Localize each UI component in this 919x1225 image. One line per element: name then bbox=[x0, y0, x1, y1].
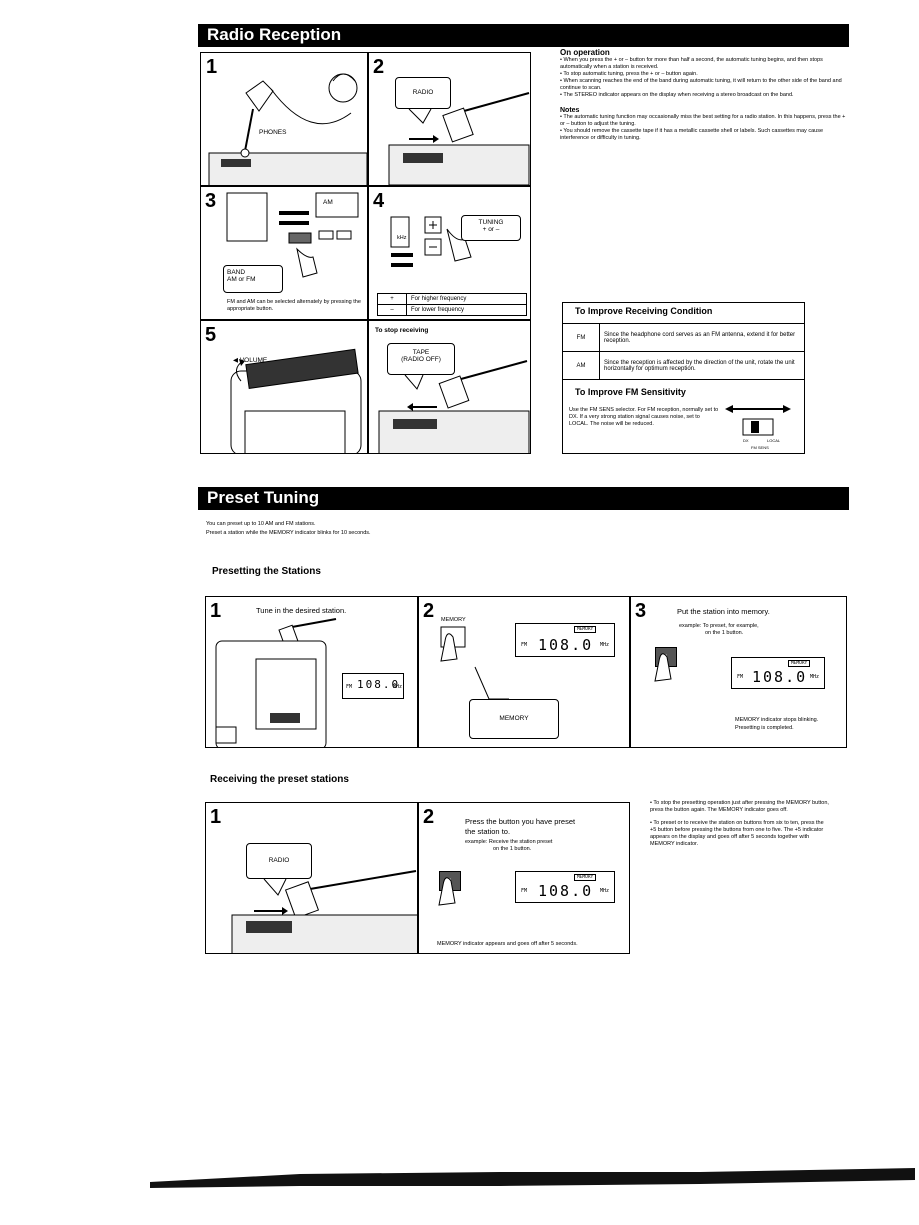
table-row: – For lower frequency bbox=[378, 305, 527, 316]
presetting-step-3-panel: 3 Put the station into memory. example: … bbox=[630, 596, 847, 748]
notes-item: • You should remove the cassette tape if… bbox=[560, 128, 850, 142]
volume-illustration bbox=[201, 321, 368, 454]
memory-callout: MEMORY bbox=[469, 699, 559, 739]
receiving-step-1-panel: 1 RADIO bbox=[205, 802, 418, 954]
section-title: Radio Reception bbox=[207, 25, 341, 44]
tape-switch-illustration bbox=[369, 321, 531, 454]
preset-tuning-banner: Preset Tuning bbox=[198, 487, 849, 510]
receiving-step-2-panel: 2 Press the button you have preset the s… bbox=[418, 802, 630, 954]
presetting-step-2-panel: 2 MEMORY FM 108.0 MHz MEMORY MEMORY bbox=[418, 596, 630, 748]
improve-table: FM Since the headphone cord serves as an… bbox=[562, 323, 805, 380]
improve-receiving-box: To Improve Receiving Condition FM Since … bbox=[562, 302, 805, 454]
frequency-readout: 108.0 bbox=[538, 882, 593, 900]
notes-title: Notes bbox=[560, 107, 850, 114]
lcd-display: FM 108.0 MHz bbox=[342, 673, 404, 699]
headphone-plug-illustration bbox=[201, 53, 368, 186]
higher-cell: For higher frequency bbox=[407, 294, 527, 305]
receiving-notes: • To stop the presetting operation just … bbox=[650, 800, 830, 848]
table-row: AM Since the reception is affected by th… bbox=[563, 352, 805, 380]
receiving-preset-title: Receiving the preset stations bbox=[210, 774, 349, 785]
am-indicator: AM bbox=[323, 199, 333, 208]
fm-text-cell: Since the headphone cord serves as an FM… bbox=[600, 324, 805, 352]
fm-sens-label: FM SENS bbox=[751, 444, 769, 451]
on-operation-block: On operation • When you press the + or –… bbox=[560, 48, 850, 142]
preset-intro-2: Preset a station while the MEMORY indica… bbox=[206, 530, 371, 537]
band-callout: BAND AM or FM bbox=[223, 265, 283, 293]
presetting-title: Presetting the Stations bbox=[212, 566, 321, 577]
band-indicator: FM bbox=[346, 684, 352, 690]
lcd-display: FM 108.0 MHz MEMORY bbox=[515, 871, 615, 903]
fm-cell: FM bbox=[563, 324, 600, 352]
on-operation-item: • To stop automatic tuning, press the + … bbox=[560, 71, 850, 78]
memory-indicator: MEMORY bbox=[788, 660, 810, 667]
step-1-panel: 1 PHONES bbox=[200, 52, 368, 186]
receiving-note: • To stop the presetting operation just … bbox=[650, 800, 830, 814]
memory-callout-label: MEMORY bbox=[499, 715, 528, 722]
band-caption: FM and AM can be selected alternately by… bbox=[227, 299, 362, 313]
sensitivity-text: Use the FM SENS selector. For FM recepti… bbox=[569, 407, 719, 428]
improve-receiving-title: To Improve Receiving Condition bbox=[575, 306, 712, 316]
memory-status-2: Presetting is completed. bbox=[735, 725, 794, 732]
unit-indicator: MHz bbox=[600, 888, 609, 894]
lower-cell: For lower frequency bbox=[407, 305, 527, 316]
preset-intro-1: You can preset up to 10 AM and FM statio… bbox=[206, 521, 316, 528]
on-operation-item: • The STEREO indicator appears on the di… bbox=[560, 92, 850, 99]
minus-cell: – bbox=[378, 305, 407, 316]
radio-switch-illustration bbox=[369, 53, 531, 186]
radio-switch-illustration bbox=[206, 803, 418, 954]
am-cell: AM bbox=[563, 352, 600, 380]
plus-cell: + bbox=[378, 294, 407, 305]
table-row: FM Since the headphone cord serves as an… bbox=[563, 324, 805, 352]
step-3-panel: 3 AM BAND AM or FM FM and AM can be sele… bbox=[200, 186, 368, 320]
stop-receiving-panel: To stop receiving TAPE (RADIO OFF) bbox=[368, 320, 531, 454]
notes-item: • The automatic tuning function may occa… bbox=[560, 114, 850, 128]
scan-edge-artifact bbox=[0, 1160, 919, 1190]
table-row: + For higher frequency bbox=[378, 294, 527, 305]
local-label: LOCAL bbox=[767, 437, 780, 444]
memory-indicator: MEMORY bbox=[574, 874, 596, 881]
frequency-readout: 108.0 bbox=[752, 668, 807, 686]
memory-footer: MEMORY indicator appears and goes off af… bbox=[437, 941, 578, 948]
section-title: Preset Tuning bbox=[207, 488, 319, 507]
tuning-label: TUNING bbox=[462, 219, 520, 226]
step-4-panel: 4 kHz TUNING + or – + For higher frequen… bbox=[368, 186, 531, 320]
band-label: BAND bbox=[227, 269, 279, 276]
am-or-fm-label: AM or FM bbox=[227, 276, 279, 283]
unit-indicator: MHz bbox=[393, 684, 402, 690]
volume-text: VOLUME bbox=[240, 357, 267, 364]
radio-reception-banner: Radio Reception bbox=[198, 24, 849, 47]
volume-label: ◀ VOLUME bbox=[233, 357, 267, 366]
unit-indicator: MHz bbox=[810, 674, 819, 680]
tuning-callout: TUNING + or – bbox=[461, 215, 521, 241]
plus-minus-label: + or – bbox=[462, 226, 520, 233]
tuning-table: + For higher frequency – For lower frequ… bbox=[377, 293, 527, 316]
receiving-note: • To preset or to receive the station on… bbox=[650, 820, 830, 848]
am-text-cell: Since the reception is affected by the d… bbox=[600, 352, 805, 380]
on-operation-title: On operation bbox=[560, 48, 850, 57]
band-indicator: FM bbox=[521, 642, 527, 648]
phones-label: PHONES bbox=[259, 129, 286, 138]
step-5-panel: 5 ◀ VOLUME bbox=[200, 320, 368, 454]
unit-indicator: MHz bbox=[600, 642, 609, 648]
on-operation-item: • When you press the + or – button for m… bbox=[560, 57, 850, 71]
dx-label: DX bbox=[743, 437, 749, 444]
band-indicator: FM bbox=[737, 674, 743, 680]
step-2-panel: 2 RADIO bbox=[368, 52, 531, 186]
memory-indicator: MEMORY bbox=[574, 626, 596, 633]
lcd-display: FM 108.0 MHz MEMORY bbox=[515, 623, 615, 657]
on-operation-item: • When scanning reaches the end of the b… bbox=[560, 78, 850, 92]
khz-unit: kHz bbox=[397, 235, 406, 242]
band-indicator: FM bbox=[521, 888, 527, 894]
frequency-readout: 108.0 bbox=[538, 636, 593, 654]
lcd-display: FM 108.0 MHz MEMORY bbox=[731, 657, 825, 689]
memory-status-1: MEMORY indicator stops blinking. bbox=[735, 717, 818, 724]
presetting-step-1-panel: 1 Tune in the desired station. FM 108.0 … bbox=[205, 596, 418, 748]
improve-sensitivity-title: To Improve FM Sensitivity bbox=[575, 387, 686, 397]
